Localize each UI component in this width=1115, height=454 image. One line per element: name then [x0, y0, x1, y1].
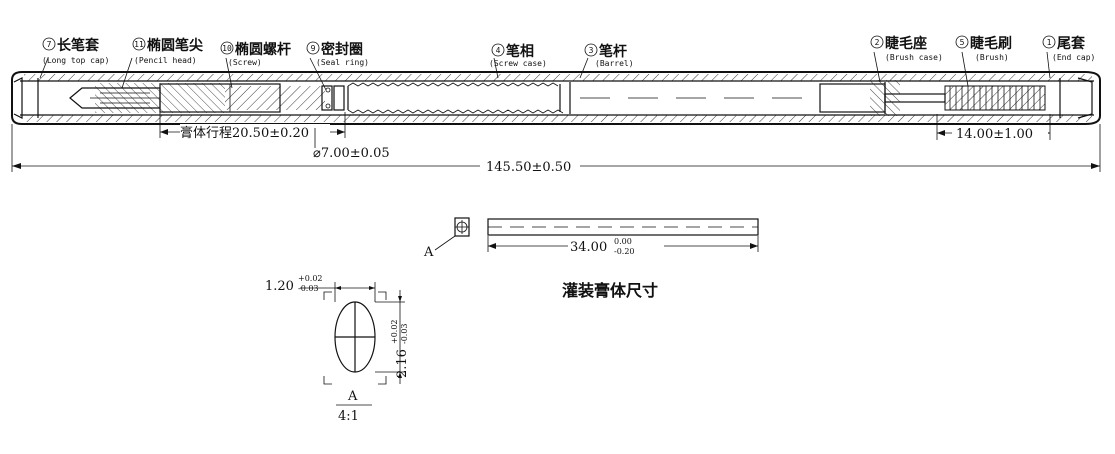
part-label-screw: 10 椭圆螺杆 (Screw) [220, 41, 291, 67]
dim-travel: 膏体行程20.50±0.20 [159, 112, 346, 141]
part-cn: 长笔套 [57, 37, 99, 54]
part-num: 11 [134, 40, 144, 49]
part-num: 9 [311, 44, 316, 53]
section-marker: A [423, 245, 434, 260]
dim-diameter: ⌀7.00±0.05 [313, 128, 390, 161]
part-en: (Brush) [975, 53, 1009, 62]
part-num: 5 [960, 38, 965, 47]
leaders [39, 51, 1051, 91]
part-num: 1 [1047, 38, 1052, 47]
part-num: 4 [496, 46, 501, 55]
part-label-pencil-head: 11 椭圆笔尖 (Pencil head) [132, 37, 203, 65]
part-cn: 密封圈 [320, 41, 363, 58]
travel-value: 膏体行程20.50±0.20 [180, 125, 309, 141]
part-label-seal-ring: 9 密封圈 (Seal ring) [306, 41, 369, 67]
diameter-value: ⌀7.00±0.05 [313, 146, 390, 161]
part-num: 7 [47, 40, 52, 49]
part-num: 10 [222, 44, 232, 53]
part-en: (Long top cap) [42, 56, 109, 65]
part-label-brush-case: 2 睫毛座 (Brush case) [870, 35, 943, 62]
detail-width-tol-lower: -0.03 [298, 284, 319, 293]
part-en: (Pencil head) [134, 56, 197, 65]
pen-outline [11, 71, 1101, 125]
detail-width-tol-upper: +0.02 [298, 274, 323, 283]
part-cn: 睫毛座 [885, 35, 927, 52]
brush-value: 14.00±1.00 [956, 127, 1033, 142]
overall-value: 145.50±0.50 [486, 160, 571, 175]
part-cn: 尾套 [1057, 35, 1085, 52]
dim-overall: 145.50±0.50 [11, 124, 1101, 175]
part-label-end-cap: 1 尾套 (End cap) [1042, 35, 1095, 62]
detail-height: 2.16 [395, 349, 410, 378]
part-en: (Seal ring) [316, 58, 369, 67]
filling-paste-view: A 34.00 0.00 -0.20 灌装膏体尺寸 [423, 217, 759, 300]
part-en: (Screw) [228, 58, 262, 67]
part-cn: 睫毛刷 [970, 35, 1012, 52]
detail-a-view: 1.20 +0.02 -0.03 2.16 +0.02 -0.03 A 4:1 [265, 274, 410, 424]
filling-title: 灌装膏体尺寸 [562, 281, 658, 300]
part-en: (Barrel) [595, 59, 634, 68]
top-wall [24, 74, 1092, 81]
part-en: (Brush case) [885, 53, 943, 62]
detail-height-tol-lower: -0.03 [400, 323, 409, 344]
filling-length: 34.00 [570, 240, 607, 255]
part-en: (End cap) [1052, 53, 1095, 62]
part-label-long-top-cap: 7 长笔套 (Long top cap) [42, 37, 109, 65]
filling-length-tol-lower: -0.20 [614, 247, 635, 256]
part-cn: 椭圆螺杆 [235, 41, 291, 58]
dim-brush: 14.00±1.00 [936, 114, 1051, 142]
part-num: 2 [875, 38, 880, 47]
detail-scale: 4:1 [338, 409, 359, 424]
detail-width: 1.20 [265, 279, 294, 294]
detail-height-tol-upper: +0.02 [390, 319, 399, 344]
part-label-barrel: 3 笔杆 (Barrel) [584, 43, 634, 68]
part-label-screw-case: 4 笔相 (Screw case) [489, 43, 547, 68]
bottom-wall [24, 115, 1092, 122]
part-label-brush: 5 睫毛刷 (Brush) [955, 35, 1012, 62]
part-cn: 笔杆 [599, 43, 627, 60]
part-cn: 笔相 [506, 43, 534, 60]
detail-view-label: A [347, 389, 358, 404]
filling-length-tol-upper: 0.00 [614, 237, 632, 246]
pen-assembly [11, 71, 1101, 125]
thread [347, 82, 559, 87]
brush-bristles [944, 85, 1046, 111]
part-cn: 椭圆笔尖 [147, 37, 203, 54]
part-en: (Screw case) [489, 59, 547, 68]
part-num: 3 [589, 46, 594, 55]
